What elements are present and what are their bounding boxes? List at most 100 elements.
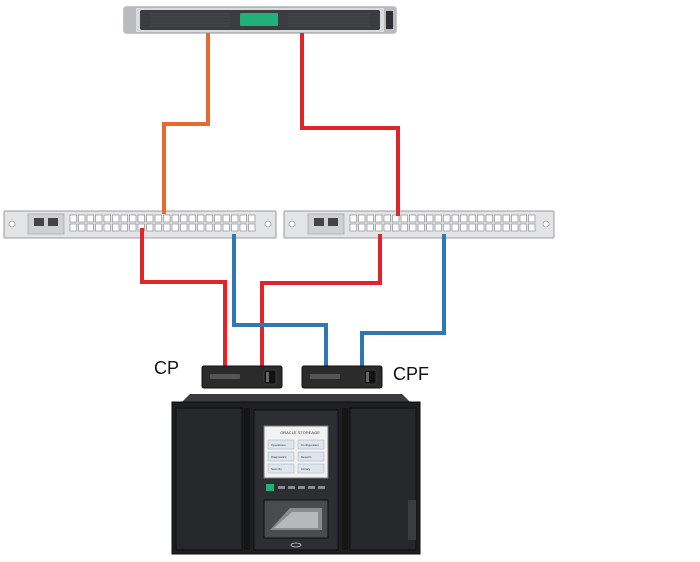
switch-port: [239, 223, 247, 232]
switch-port: [95, 214, 103, 223]
switch-port: [222, 214, 230, 223]
screen-button[interactable]: [297, 451, 325, 462]
library-logo-icon: [290, 542, 302, 548]
switch-port: [231, 223, 239, 232]
switch-port: [494, 214, 502, 223]
switch-port: [460, 214, 468, 223]
cable-server-to-left-switch: [162, 33, 210, 214]
switch-port: [214, 214, 222, 223]
switch-port: [214, 223, 222, 232]
switch-port: [103, 214, 111, 223]
screen-button-label: Operations: [271, 443, 286, 447]
switch-port: [137, 214, 145, 223]
screen-button-label: Security: [271, 467, 282, 471]
switch-port: [383, 223, 391, 232]
fc-switch-left: [3, 210, 277, 239]
switch-port: [477, 223, 485, 232]
tape-library: ORACLE STOREAGE Operations Configuration…: [171, 394, 421, 555]
switch-port: [511, 223, 519, 232]
switch-port: [120, 223, 128, 232]
switch-port: [485, 214, 493, 223]
switch-port: [366, 223, 374, 232]
screen-button[interactable]: [267, 439, 295, 450]
switch-port: [163, 223, 171, 232]
fc-switch-right: [283, 210, 555, 239]
switch-port: [197, 214, 205, 223]
switch-port: [358, 214, 366, 223]
switch-port: [239, 214, 247, 223]
switch-port: [528, 223, 536, 232]
switch-port: [231, 214, 239, 223]
switch-port: [78, 223, 86, 232]
cable-left-switch-to-cpf: [232, 234, 328, 368]
cable-server-to-right-switch: [300, 33, 400, 216]
switch-port: [366, 214, 374, 223]
switch-port: [69, 214, 77, 223]
switch-port-grid: [69, 214, 256, 232]
switch-port: [188, 214, 196, 223]
switch-port: [519, 214, 527, 223]
switch-port: [95, 223, 103, 232]
switch-port: [205, 223, 213, 232]
switch-port: [146, 214, 154, 223]
switch-port: [502, 214, 510, 223]
cable-right-switch-to-cpf: [360, 234, 446, 368]
switch-port: [349, 223, 357, 232]
switch-port: [443, 214, 451, 223]
screen-button[interactable]: [297, 439, 325, 450]
switch-port: [400, 214, 408, 223]
switch-port: [375, 214, 383, 223]
switch-port: [180, 223, 188, 232]
screen-button-label: Diagnostics: [271, 455, 287, 459]
switch-port: [400, 223, 408, 232]
switch-port: [171, 223, 179, 232]
switch-port: [451, 214, 459, 223]
screen-button-label: Library: [301, 467, 311, 471]
screen-button[interactable]: [267, 451, 295, 462]
screen-button-label: Configuration: [301, 443, 319, 447]
switch-port: [222, 223, 230, 232]
screen-button-label: Reports: [301, 455, 312, 459]
switch-port: [511, 214, 519, 223]
switch-port: [477, 214, 485, 223]
switch-port: [154, 214, 162, 223]
switch-port: [451, 223, 459, 232]
switch-port: [163, 214, 171, 223]
switch-port: [154, 223, 162, 232]
server-vent-grille: [150, 13, 370, 27]
cables: [140, 33, 446, 368]
switch-port: [197, 223, 205, 232]
switch-port: [392, 214, 400, 223]
switch-port: [129, 223, 137, 232]
switch-port: [468, 223, 476, 232]
tape-drive-cp: [201, 365, 283, 389]
library-screen-title: ORACLE STOREAGE: [280, 430, 320, 435]
switch-port: [248, 223, 256, 232]
switch-port: [86, 214, 94, 223]
switch-port-grid: [349, 214, 536, 232]
switch-port: [86, 223, 94, 232]
cable-left-switch-to-cp: [140, 228, 227, 368]
switch-port: [434, 223, 442, 232]
screen-button[interactable]: [267, 463, 295, 474]
switch-port: [180, 214, 188, 223]
switch-port: [112, 214, 120, 223]
switch-port: [78, 214, 86, 223]
switch-port: [392, 223, 400, 232]
switch-port: [103, 223, 111, 232]
switch-port: [494, 223, 502, 232]
switch-port: [519, 223, 527, 232]
screen-button[interactable]: [297, 463, 325, 474]
switch-port: [146, 223, 154, 232]
power-led: [266, 484, 274, 491]
switch-port: [69, 223, 77, 232]
switch-port: [349, 214, 357, 223]
switch-port: [468, 214, 476, 223]
switch-port: [205, 214, 213, 223]
switch-port: [434, 214, 442, 223]
label-cp: CP: [154, 358, 180, 378]
switch-port: [383, 214, 391, 223]
switch-port: [417, 214, 425, 223]
switch-port: [409, 214, 417, 223]
